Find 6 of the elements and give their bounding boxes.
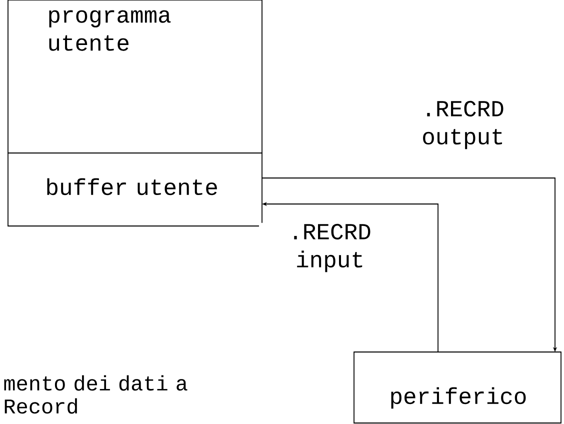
buffer-box: buffer utente: [8, 152, 262, 226]
note-text: mento dei dati a Record: [4, 375, 188, 414]
edge-label: .RECRD input: [294, 224, 370, 272]
program-box: programma utente: [8, 0, 262, 154]
device-box: periferico: [354, 352, 562, 424]
edge-label: .RECRD output: [423, 100, 504, 150]
